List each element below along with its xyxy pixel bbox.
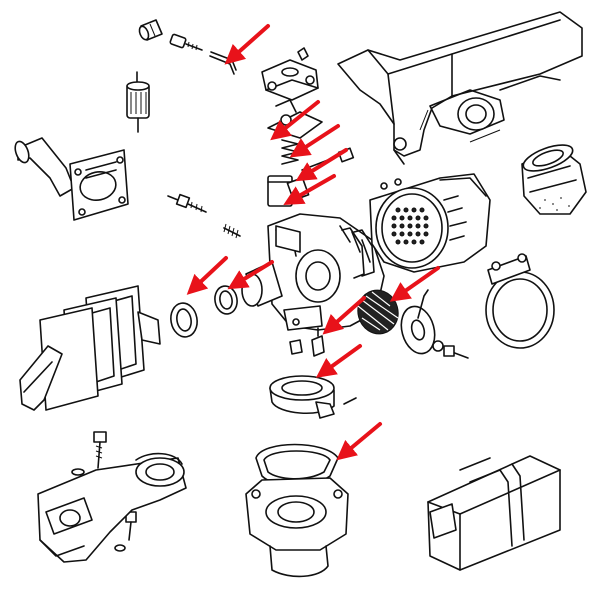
jet-icon	[289, 327, 325, 357]
arrow-3	[289, 124, 340, 158]
choke-lever-icon	[400, 289, 469, 359]
o-ring-icon	[170, 285, 238, 338]
arrow-7	[227, 260, 274, 290]
float-icon	[267, 175, 310, 207]
pin-icon	[343, 397, 357, 405]
screw-icon	[169, 33, 203, 51]
hose-clamp-icon	[485, 253, 555, 349]
bolt-icon	[71, 431, 137, 552]
bent-pipe-icon	[14, 137, 75, 197]
engine-cover-icon	[337, 11, 583, 165]
inline-fuel-filter-icon	[126, 71, 150, 133]
spring-icon	[281, 139, 299, 165]
arrow-5	[283, 174, 336, 205]
throttle-ring-icon	[269, 375, 335, 419]
arrow-10	[315, 344, 362, 378]
mixture-screw-icon	[167, 193, 207, 213]
intake-flange-icon	[245, 477, 349, 578]
diaphragm-icon	[357, 289, 399, 335]
exhaust-pipe-icon	[427, 455, 561, 571]
float-bowl-cover-icon	[261, 47, 319, 101]
arrow-8	[389, 266, 440, 302]
pilot-jet-icon	[223, 223, 241, 239]
air-filter-icon	[341, 173, 491, 279]
arrow-11	[336, 422, 382, 461]
arrow-1	[224, 24, 270, 65]
reed-valve-icon	[19, 285, 161, 411]
fuel-fitting-icon	[138, 19, 163, 41]
filter-mesh	[391, 207, 429, 245]
arrow-2	[270, 100, 320, 141]
arrow-6	[186, 256, 228, 295]
arrow-4	[295, 148, 348, 182]
arrow-9	[322, 296, 366, 335]
callout-arrows	[186, 24, 440, 461]
elbow-manifold-icon	[37, 452, 187, 563]
gasket-plate-icon	[69, 149, 129, 221]
rubber-boot-icon	[521, 144, 587, 215]
